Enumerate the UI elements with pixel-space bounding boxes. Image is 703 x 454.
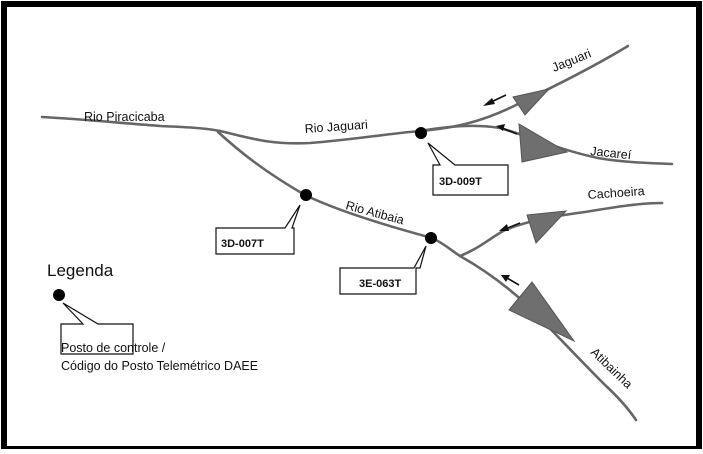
flow-arrow-cachoeira — [499, 222, 521, 231]
legend-line-2: Código do Posto Telemétrico DAEE — [61, 359, 258, 373]
station-code: 3E-063T — [359, 278, 401, 290]
station-callout — [427, 142, 509, 196]
station-callout — [339, 245, 427, 295]
rio-piracicaba-label: Rio Piracicaba — [84, 110, 165, 124]
station-code: 3D-007T — [221, 238, 264, 250]
atibainha-branch-line — [458, 254, 638, 422]
rio-atibaia-line — [216, 130, 462, 258]
flow-arrow-jaguari — [483, 94, 507, 106]
flow-arrow-atibainha — [501, 275, 520, 286]
station-marker — [415, 127, 427, 139]
rio-piracicaba-line — [40, 115, 222, 133]
station-code: 3D-009T — [439, 176, 482, 188]
jacarei-reservoir — [518, 123, 569, 163]
atibainha-reservoir — [508, 281, 576, 343]
legend-marker — [53, 289, 65, 301]
station-3d-007t: 3D-007T — [215, 189, 312, 255]
rio-jaguari-line — [218, 129, 422, 145]
cachoeira-reservoir — [526, 210, 568, 244]
flow-arrow-jacarei — [496, 124, 518, 135]
station-3e-063t: 3E-063T — [339, 232, 437, 295]
legend: Legenda Posto de controle / Código do Po… — [47, 261, 258, 373]
station-3d-009t: 3D-009T — [415, 127, 509, 196]
station-marker — [300, 189, 312, 201]
legend-title: Legenda — [47, 261, 114, 280]
station-callout — [215, 204, 301, 255]
legend-callout — [60, 302, 134, 355]
legend-line-1: Posto de controle / — [61, 341, 166, 355]
jaguari-reservoir — [512, 88, 551, 116]
jacarei-label: Jacareí — [590, 144, 633, 162]
station-marker — [425, 232, 437, 244]
cachoeira-label: Cachoeira — [587, 184, 645, 202]
rio-jaguari-label: Rio Jaguari — [304, 118, 368, 136]
